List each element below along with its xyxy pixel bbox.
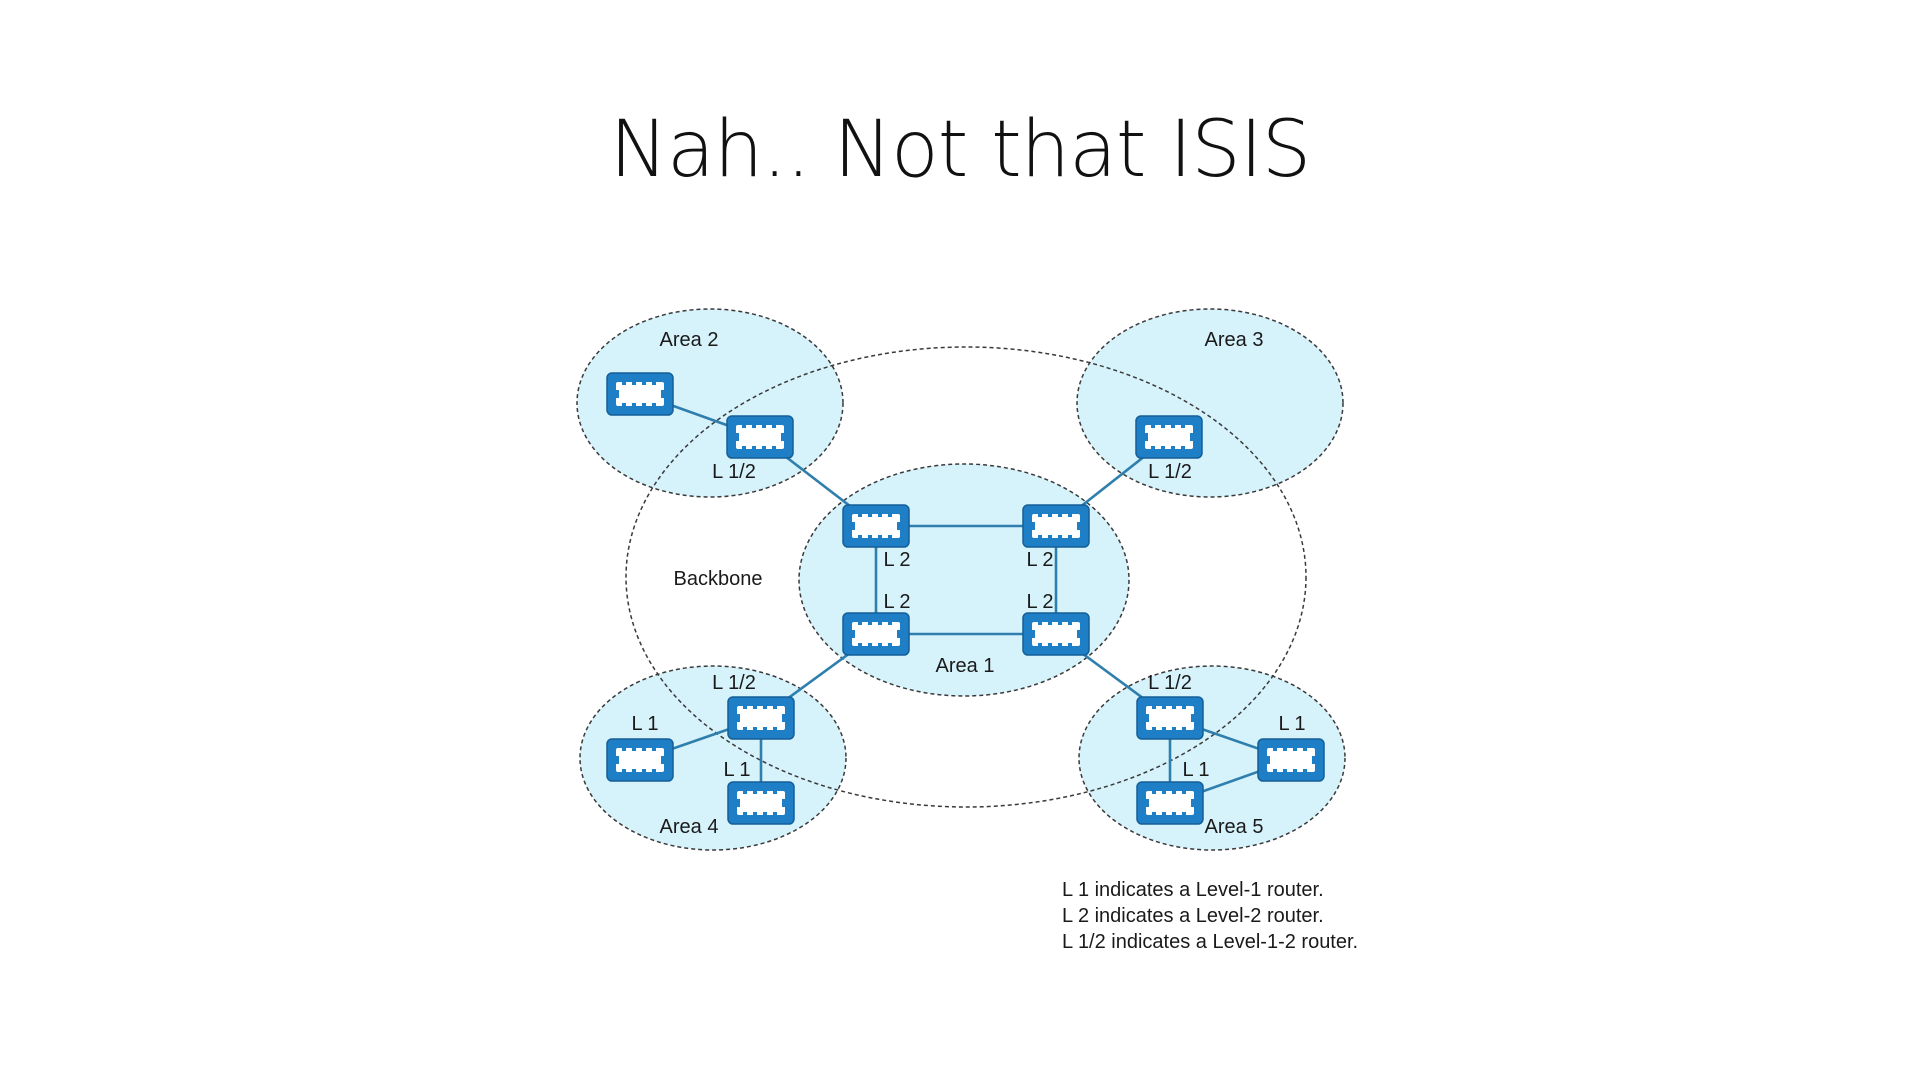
slide-title: Nah.. Not that ISIS (609, 105, 1312, 195)
router-level-label: L 2 (883, 591, 910, 613)
backbone-ellipse (625, 346, 1307, 808)
router-level-label: L 1 (1278, 713, 1305, 735)
router-level-label: L 1 (723, 759, 750, 781)
area4-label: Area 4 (660, 816, 719, 838)
area5-label: Area 5 (1205, 816, 1264, 838)
router-icon (1022, 612, 1090, 656)
router-level-label: L 1/2 (1148, 672, 1192, 694)
router-icon (1135, 415, 1203, 459)
router-icon (606, 372, 674, 416)
legend: L 1 indicates a Level-1 router. L 2 indic… (1062, 879, 1358, 953)
legend-item: L 1/2 indicates a Level-1-2 router. (1062, 931, 1358, 953)
router-icon (727, 696, 795, 740)
router-icon (1136, 781, 1204, 825)
backbone-layer (625, 346, 1307, 808)
router-level-label: L 1 (1182, 759, 1209, 781)
router-level-label: L 2 (1026, 591, 1053, 613)
router-level-label: L 1 (631, 713, 658, 735)
router-icon (842, 504, 910, 548)
router-icon (727, 781, 795, 825)
legend-item: L 2 indicates a Level-2 router. (1062, 905, 1324, 927)
router-level-label: L 2 (883, 549, 910, 571)
router-icon (606, 738, 674, 782)
legend-item: L 1 indicates a Level-1 router. (1062, 879, 1324, 901)
router-level-label: L 1/2 (1148, 461, 1192, 483)
router-level-label: L 2 (1026, 549, 1053, 571)
area2-label: Area 2 (660, 329, 719, 351)
router-level-label: L 1/2 (712, 461, 756, 483)
area1-label: Area 1 (936, 655, 995, 677)
labels-layer: Area 2 Area 3 Area 1 Area 4 Area 5 Backbone L … (631, 329, 1305, 838)
router-icon (842, 612, 910, 656)
router-icon (1136, 696, 1204, 740)
area3-label: Area 3 (1205, 329, 1264, 351)
routers-layer (606, 372, 1325, 825)
router-icon (1022, 504, 1090, 548)
backbone-label: Backbone (674, 568, 763, 590)
router-icon (1257, 738, 1325, 782)
router-level-label: L 1/2 (712, 672, 756, 694)
router-icon (726, 415, 794, 459)
